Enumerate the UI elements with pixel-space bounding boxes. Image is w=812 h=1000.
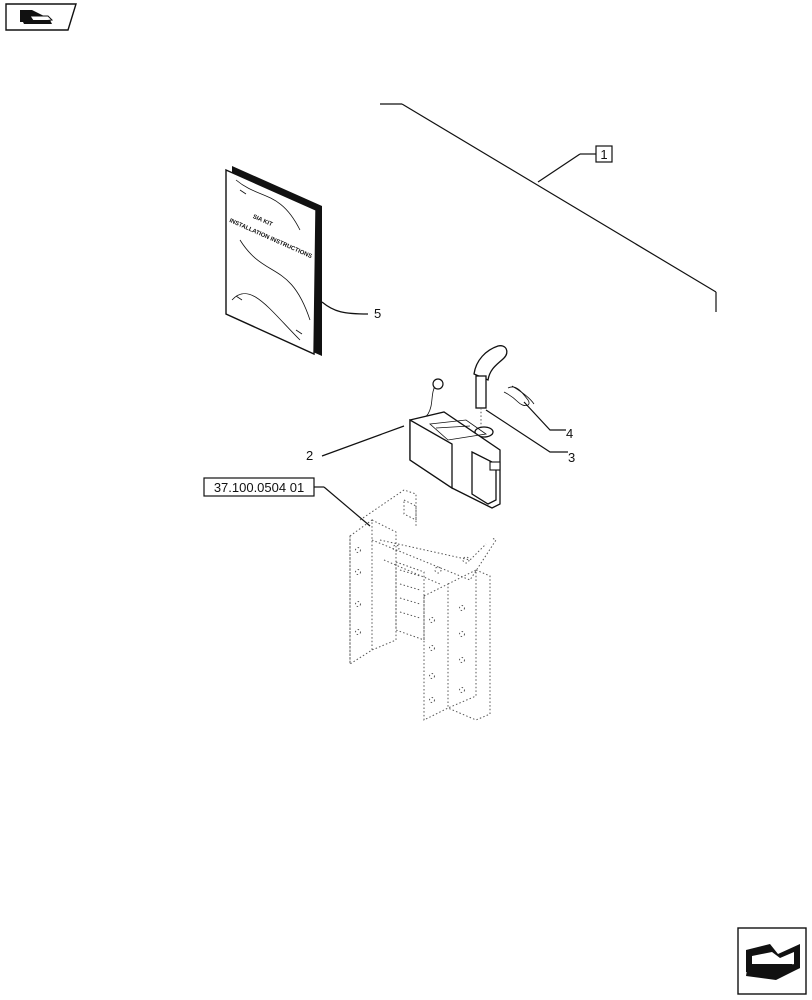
arrow-back-page-icon: [20, 10, 54, 24]
locking-pin: 3: [473, 345, 575, 465]
reference-callout: 37.100.0504 01: [203, 477, 371, 527]
callout-3-label: 3: [568, 450, 575, 465]
callout-1-label: 1: [600, 147, 607, 162]
callout-4-label: 4: [566, 426, 573, 441]
arrow-forward-page-icon: [746, 944, 800, 980]
phantom-mounting-bracket: [349, 489, 497, 721]
hitch-hook-body: 2: [306, 378, 501, 509]
callout-5-label: 5: [374, 306, 381, 321]
callout-2-label: 2: [306, 448, 313, 463]
nav-back-button[interactable]: [5, 3, 77, 31]
reference-label: 37.100.0504 01: [214, 480, 304, 495]
retaining-clip: 4: [503, 385, 573, 441]
nav-forward-button[interactable]: [737, 927, 807, 995]
instruction-booklet: SIA KIT INSTALLATION INSTRUCTIONS 5: [225, 166, 381, 356]
assembly-callout: 1: [380, 103, 717, 312]
